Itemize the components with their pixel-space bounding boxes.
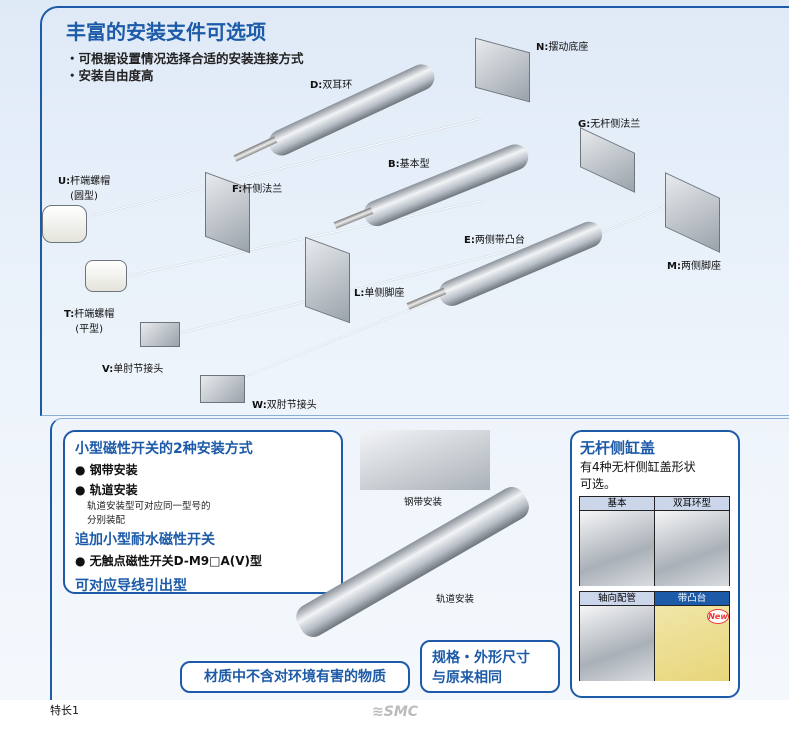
cover-text: 可选。 [580, 477, 617, 491]
label-G: G:无杆侧法兰 [578, 119, 641, 130]
band-mount-photo [360, 430, 490, 490]
spec-pill: 规格・外形尺寸与原来相同 [420, 640, 560, 693]
round-cap-image [42, 205, 87, 243]
cover-text: 有4种无杆侧缸盖形状 [580, 460, 696, 474]
label-E: E:两侧带凸台 [464, 235, 525, 246]
page-title: 丰富的安装支件可选项 [66, 20, 266, 44]
bullet-2: ・安装自由度高 [66, 68, 154, 83]
spec-line: 与原来相同 [432, 670, 502, 686]
double-knuckle-image [200, 375, 245, 403]
material-pill: 材质中不含对环境有害的物质 [180, 661, 410, 693]
new-badge: New [707, 609, 729, 624]
switch-mount-box: 小型磁性开关的2种安装方式 ● 钢带安装 ● 轨道安装 轨道安装型可对应同一型号… [63, 430, 343, 594]
cover-axial: 轴向配管 [579, 591, 655, 681]
cover-photo [655, 511, 729, 586]
solid-state-switch-item: ● 无触点磁性开关D-M9□A(V)型 [75, 554, 262, 568]
label-M: M:两侧脚座 [667, 261, 721, 272]
label-F: F:杆侧法兰 [232, 184, 283, 195]
spec-line: 规格・外形尺寸 [432, 650, 530, 666]
label-U: U:杆端螺帽(圆型) [58, 176, 111, 202]
rail-note: 分别装配 [87, 515, 126, 526]
label-T: T:杆端螺帽(平型) [64, 309, 115, 335]
features-panel [50, 418, 789, 700]
label-B: B:基本型 [388, 159, 430, 170]
cell-label: 基本 [580, 497, 654, 511]
cell-label: 双耳环型 [655, 497, 729, 511]
cell-label: 轴向配管 [580, 592, 654, 606]
label-L: L:单侧脚座 [354, 288, 405, 299]
band-mount-caption: 钢带安装 [404, 497, 443, 508]
bullet-1: ・可根据设置情况选择合适的安装连接方式 [66, 51, 304, 66]
mounting-options-panel [40, 6, 789, 416]
waterproof-heading: 追加小型耐水磁性开关 [75, 532, 215, 548]
rail-mount-item: ● 轨道安装 [75, 483, 138, 497]
rail-note: 轨道安装型可对应同一型号的 [87, 501, 211, 512]
label-W: W:双肘节接头 [252, 400, 317, 411]
label-N: N:摆动底座 [536, 42, 589, 53]
label-V: V:单肘节接头 [102, 364, 164, 375]
cover-heading: 无杆侧缸盖 [580, 439, 656, 457]
flat-cap-image [85, 260, 127, 292]
cover-clevis: 双耳环型 [654, 496, 730, 586]
smc-logo: ≋SMC [372, 704, 419, 720]
band-mount-item: ● 钢带安装 [75, 463, 138, 477]
cell-label: 带凸台 [655, 592, 729, 606]
lead-wire-heading: 可对应导线引出型 [75, 578, 187, 594]
cover-photo [580, 511, 654, 586]
single-knuckle-image [140, 322, 180, 347]
cover-photo [580, 606, 654, 681]
rail-mount-caption: 轨道安装 [436, 594, 475, 605]
page-number: 特长1 [50, 704, 79, 717]
cover-basic: 基本 [579, 496, 655, 586]
switch-heading: 小型磁性开关的2种安装方式 [75, 441, 253, 457]
cover-boss: 带凸台 [654, 591, 730, 681]
label-D: D:双耳环 [310, 80, 353, 91]
